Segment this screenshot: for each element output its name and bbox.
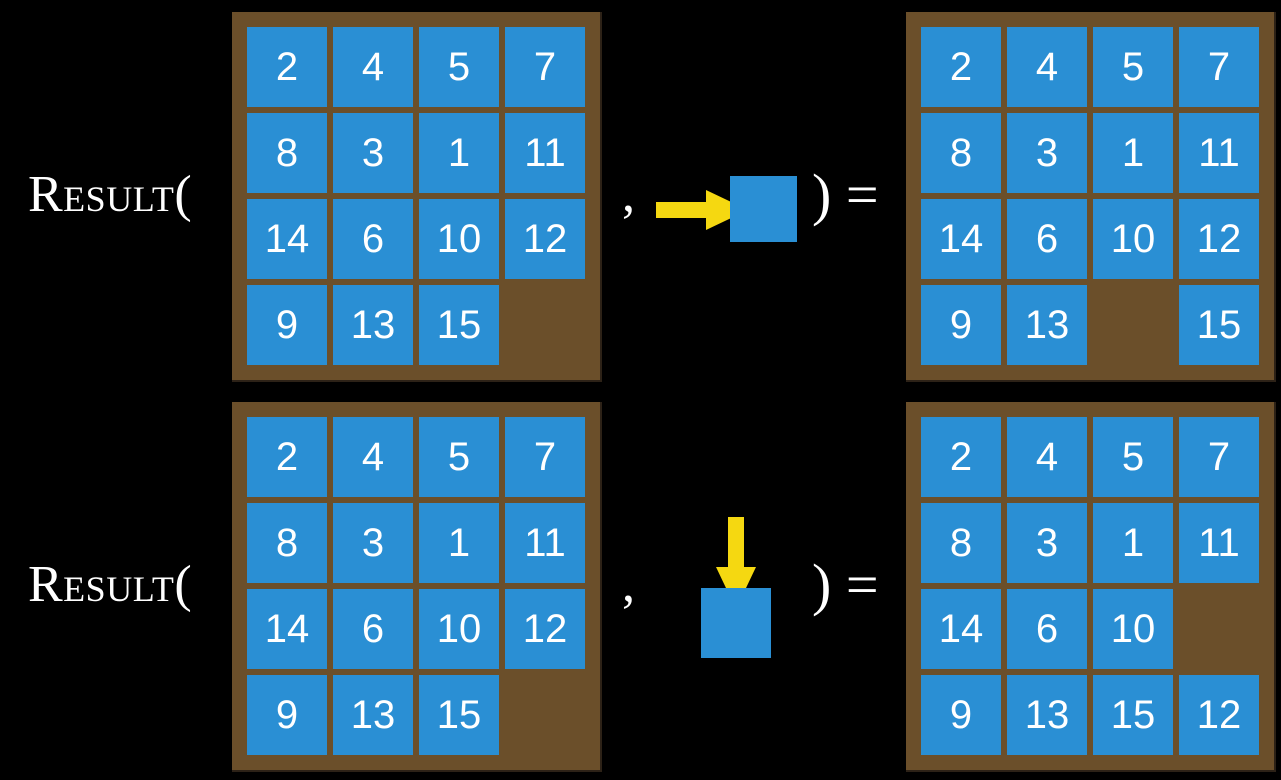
number-tile[interactable]: 11 — [505, 503, 585, 583]
number-tile[interactable]: 1 — [1093, 503, 1173, 583]
number-tile[interactable]: 1 — [1093, 113, 1173, 193]
number-tile[interactable]: 10 — [1093, 589, 1173, 669]
number-tile[interactable]: 14 — [247, 589, 327, 669]
number-tile[interactable]: 2 — [247, 27, 327, 107]
number-tile[interactable]: 12 — [505, 589, 585, 669]
number-tile[interactable]: 10 — [419, 589, 499, 669]
number-tile[interactable]: 3 — [1007, 503, 1087, 583]
number-tile[interactable]: 10 — [1093, 199, 1173, 279]
moving-tile-1[interactable] — [730, 176, 797, 242]
blank-tile — [1093, 285, 1173, 365]
number-tile[interactable]: 15 — [1179, 285, 1259, 365]
number-tile[interactable]: 5 — [1093, 27, 1173, 107]
number-tile[interactable]: 4 — [1007, 417, 1087, 497]
number-tile[interactable]: 5 — [419, 417, 499, 497]
number-tile[interactable]: 2 — [247, 417, 327, 497]
number-tile[interactable]: 3 — [333, 113, 413, 193]
number-tile[interactable]: 15 — [1093, 675, 1173, 755]
number-tile[interactable]: 6 — [1007, 199, 1087, 279]
number-tile[interactable]: 7 — [505, 417, 585, 497]
number-tile[interactable]: 8 — [247, 503, 327, 583]
arrow-right-icon — [656, 190, 748, 230]
close-paren-equals-1: ) = — [812, 162, 879, 227]
number-tile[interactable]: 2 — [921, 417, 1001, 497]
number-tile[interactable]: 7 — [505, 27, 585, 107]
number-tile[interactable]: 9 — [247, 675, 327, 755]
number-tile[interactable]: 12 — [1179, 675, 1259, 755]
number-tile[interactable]: 3 — [333, 503, 413, 583]
number-tile[interactable]: 4 — [333, 417, 413, 497]
number-tile[interactable]: 13 — [1007, 285, 1087, 365]
number-tile[interactable]: 11 — [1179, 113, 1259, 193]
number-tile[interactable]: 10 — [419, 199, 499, 279]
moving-tile-2[interactable] — [701, 588, 771, 658]
number-tile[interactable]: 14 — [921, 589, 1001, 669]
arrow-down-icon — [716, 517, 756, 609]
close-paren-equals-2: ) = — [812, 552, 879, 617]
argument-separator-comma-1: , — [622, 166, 635, 223]
blank-tile — [1179, 589, 1259, 669]
number-tile[interactable]: 12 — [1179, 199, 1259, 279]
number-tile[interactable]: 8 — [247, 113, 327, 193]
number-tile[interactable]: 8 — [921, 113, 1001, 193]
number-tile[interactable]: 15 — [419, 675, 499, 755]
number-tile[interactable]: 6 — [333, 589, 413, 669]
number-tile[interactable]: 7 — [1179, 27, 1259, 107]
result-function-label-1: Result( — [28, 166, 193, 223]
number-tile[interactable]: 9 — [921, 675, 1001, 755]
argument-separator-comma-2: , — [622, 556, 635, 613]
number-tile[interactable]: 5 — [1093, 417, 1173, 497]
number-tile[interactable]: 4 — [1007, 27, 1087, 107]
number-tile[interactable]: 2 — [921, 27, 1001, 107]
number-tile[interactable]: 13 — [333, 285, 413, 365]
number-tile[interactable]: 13 — [1007, 675, 1087, 755]
number-tile[interactable]: 13 — [333, 675, 413, 755]
number-tile[interactable]: 15 — [419, 285, 499, 365]
number-tile[interactable]: 4 — [333, 27, 413, 107]
number-tile[interactable]: 11 — [1179, 503, 1259, 583]
blank-tile — [505, 285, 585, 365]
number-tile[interactable]: 9 — [921, 285, 1001, 365]
number-tile[interactable]: 12 — [505, 199, 585, 279]
number-tile[interactable]: 1 — [419, 113, 499, 193]
blank-tile — [505, 675, 585, 755]
number-tile[interactable]: 7 — [1179, 417, 1259, 497]
number-tile[interactable]: 14 — [247, 199, 327, 279]
number-tile[interactable]: 11 — [505, 113, 585, 193]
result-function-label-2: Result( — [28, 556, 193, 613]
number-tile[interactable]: 6 — [333, 199, 413, 279]
number-tile[interactable]: 9 — [247, 285, 327, 365]
number-tile[interactable]: 5 — [419, 27, 499, 107]
number-tile[interactable]: 8 — [921, 503, 1001, 583]
number-tile[interactable]: 14 — [921, 199, 1001, 279]
number-tile[interactable]: 6 — [1007, 589, 1087, 669]
number-tile[interactable]: 1 — [419, 503, 499, 583]
number-tile[interactable]: 3 — [1007, 113, 1087, 193]
